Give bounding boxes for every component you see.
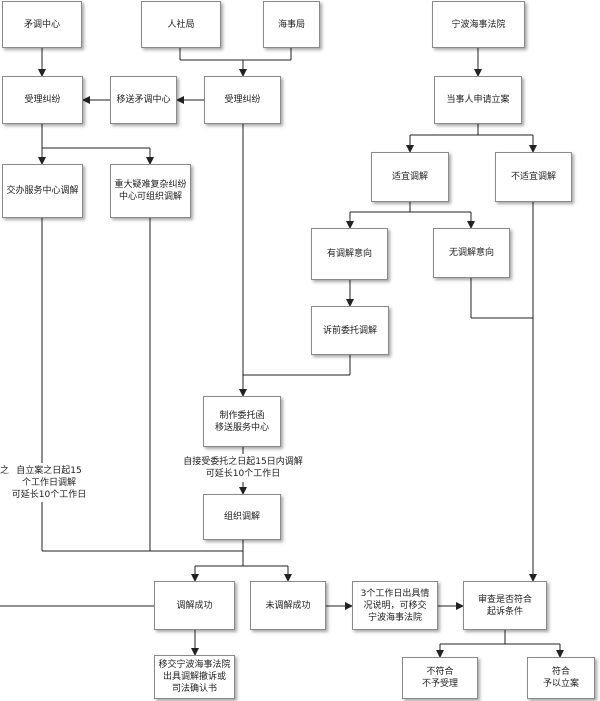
node-confirmation: 移交宁波海事法院 出具调解撤诉或 司法确认书 (154, 655, 235, 699)
note-mid-deadline: 自接受委托之日起15日内调解 可延长10个工作日 (183, 457, 303, 479)
node-party-apply: 当事人申请立案 (434, 76, 522, 124)
node-mediation-center: 矛调中心 (2, 1, 82, 48)
node-qualified: 符合 予以立案 (527, 657, 595, 699)
node-accept-dispute-mid: 受理纠纷 (204, 76, 281, 124)
note-left-fragment: 之 (0, 466, 10, 476)
node-major-dispute: 重大疑难复杂纠纷 中心可组织调解 (110, 164, 191, 218)
node-no-willing-mediation: 无调解意向 (433, 228, 510, 278)
node-mediation-success: 调解成功 (154, 581, 235, 630)
node-suitable-mediation: 适宜调解 (371, 152, 449, 202)
note-left-deadline: 自立案之日起15 个工作日调解 可延长10个工作日 (11, 466, 87, 500)
node-service-center-mediation: 交办服务中心调解 (2, 164, 83, 218)
node-ningbo-court: 宁波海事法院 (432, 1, 525, 48)
node-transfer-court: 3个工作日出具情 况说明，可移交 宁波海事法院 (352, 581, 438, 630)
node-pre-litigation: 诉前委托调解 (311, 306, 389, 355)
node-mediation-failed: 未调解成功 (250, 581, 326, 630)
node-unsuitable-mediation: 不适宜调解 (495, 152, 572, 202)
node-not-qualified: 不符合 不予受理 (402, 657, 478, 699)
node-maritime-bureau: 海事局 (263, 1, 320, 48)
node-organize-mediation: 组织调解 (203, 494, 281, 540)
node-make-commission: 制作委托函 移送服务中心 (203, 396, 281, 447)
node-transfer-to-center: 移送矛调中心 (110, 76, 177, 124)
node-willing-mediation: 有调解意向 (311, 228, 388, 280)
node-review-conditions: 审查是否符合 起诉条件 (463, 581, 547, 630)
node-hr-bureau: 人社局 (141, 1, 221, 48)
node-accept-dispute-left: 受理纠纷 (2, 76, 83, 124)
